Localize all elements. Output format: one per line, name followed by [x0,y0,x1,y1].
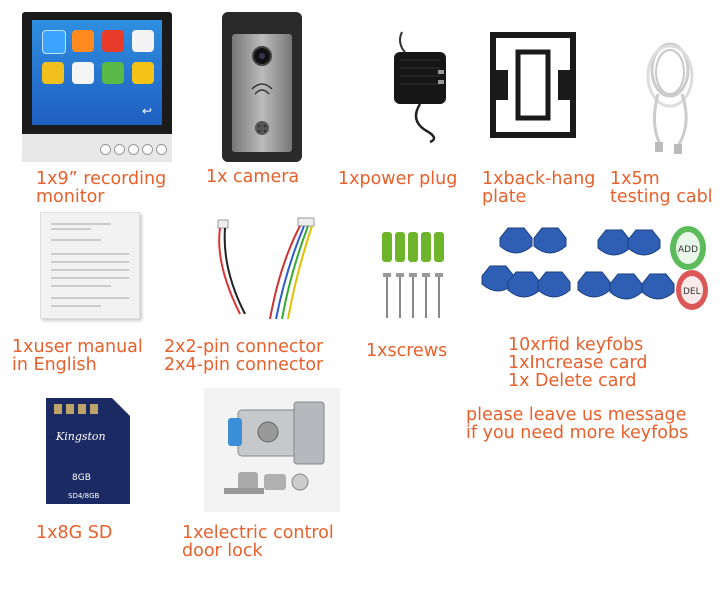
sd-card-icon: Kingston 8GB SD4/8GB [46,398,130,504]
label-keyfobs: 10xrfid keyfobs 1xIncrease card 1x Delet… [508,336,647,390]
label-screws: 1xscrews [366,342,447,360]
label-message: please leave us message if you need more… [466,406,688,442]
monitor-image: ↩ [22,12,172,162]
label-line: 1x5m [610,169,660,189]
keyfob-icons: ADD DEL [481,226,708,310]
keyfobs-image: ADD DEL [478,218,718,318]
label-line: 1x Delete card [508,371,637,391]
label-power-plug: 1xpower plug [338,170,457,188]
back-hang-plate-image [488,30,578,140]
door-lock-icon [224,401,325,494]
label-line: if you need more keyfobs [466,423,689,443]
connector-wires-icon [217,217,315,320]
screws-icon [382,232,444,318]
label-monitor: 1x9” recording monitor [36,170,166,206]
label-line: 1xIncrease card [508,353,648,373]
label-line: 1xuser manual [12,337,143,357]
monitor-bezel [22,134,172,162]
label-line: in English [12,355,97,375]
cable-icon [646,42,694,154]
camera-image [222,12,302,162]
monitor-screen: ↩ [32,20,162,125]
label-line: 2x2-pin connector [164,337,324,357]
sd-model: SD4/8GB [68,492,100,500]
screws-image [380,228,450,324]
sd-capacity: 8GB [72,473,91,483]
label-line: 1x8G SD [36,523,113,543]
label-line: 10xrfid keyfobs [508,335,644,355]
label-line: 1xpower plug [338,169,458,189]
label-line: 1x9” recording [36,169,167,189]
label-line: testing cabl [610,187,713,207]
label-line: door lock [182,541,263,561]
label-testing-cable: 1x5m testing cabl [610,170,713,206]
user-manual-image [40,212,140,319]
label-line: plate [482,187,527,207]
label-line: 1xelectric control [182,523,334,543]
camera-details [251,46,273,135]
power-plug-image [380,30,460,145]
label-line: please leave us message [466,405,687,425]
label-line: 2x4-pin connector [164,355,324,375]
label-sd-card: 1x8G SD [36,524,112,542]
delete-card-text: DEL [683,287,701,297]
add-card-text: ADD [678,245,698,255]
label-line: 1xscrews [366,341,448,361]
power-plug-icon [394,31,446,144]
sd-card-image: Kingston 8GB SD4/8GB [42,396,134,508]
sd-brand: Kingston [55,430,106,443]
label-line: 1xback-hang [482,169,596,189]
connectors-image [210,214,320,324]
label-door-lock: 1xelectric control door lock [182,524,334,560]
label-line: monitor [36,187,105,207]
label-connectors: 2x2-pin connector 2x4-pin connector [164,338,323,374]
label-camera: 1x camera [206,168,299,186]
label-user-manual: 1xuser manual in English [12,338,143,374]
camera-face [232,34,292,152]
label-back-hang-plate: 1xback-hang plate [482,170,595,206]
door-lock-image [204,388,340,512]
testing-cable-image [630,34,710,164]
label-line: 1x camera [206,167,300,187]
plate-icon [490,32,576,138]
